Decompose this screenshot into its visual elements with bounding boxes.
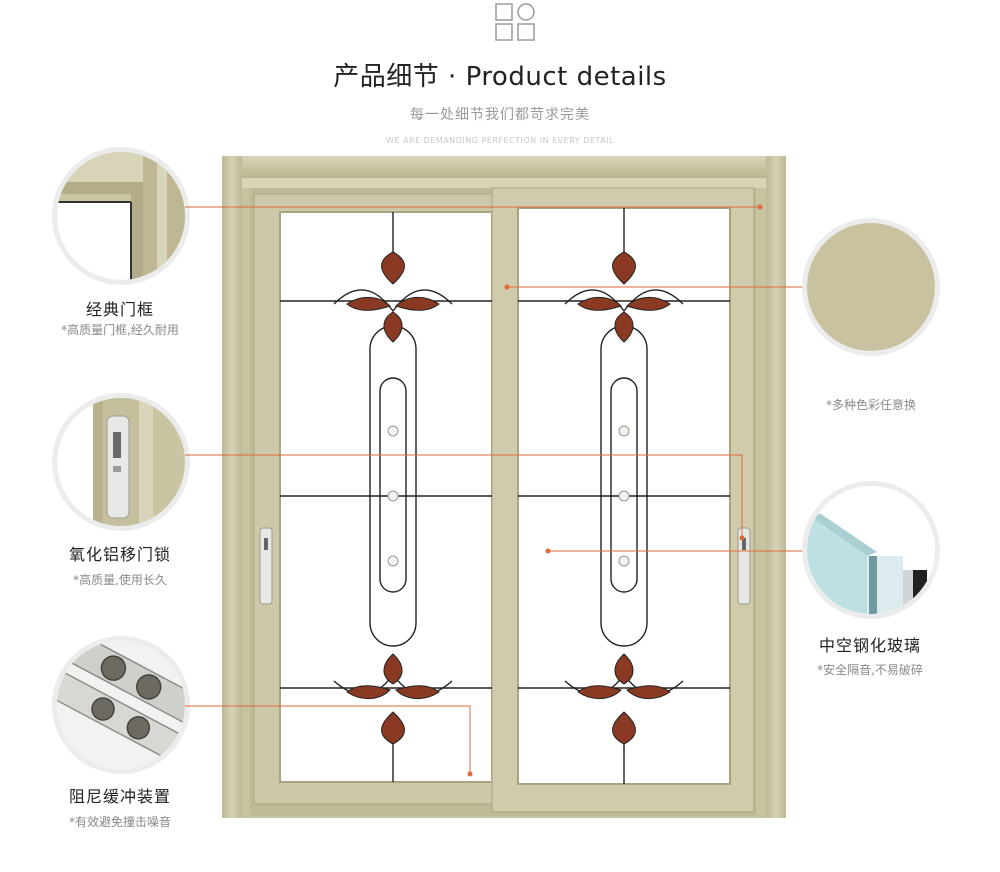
frame-detail-circle bbox=[52, 147, 190, 285]
sliding-door-illustration bbox=[222, 156, 786, 818]
lock-detail-note: *高质量,使用长久 bbox=[73, 573, 167, 587]
page-en-subtitle: WE ARE DEMANDING PERFECTION IN EVERY DET… bbox=[386, 136, 614, 145]
frame-detail-title: 经典门框 bbox=[85, 300, 154, 319]
damper-detail-circle bbox=[52, 636, 190, 774]
color-detail-note: *多种色彩任意换 bbox=[825, 398, 916, 412]
lock-detail-title: 氧化铝移门锁 bbox=[68, 545, 171, 564]
damper-detail-title: 阻尼缓冲装置 bbox=[68, 787, 171, 806]
damper-detail-note: *有效避免撞击噪音 bbox=[68, 815, 171, 829]
glass-detail-circle bbox=[802, 481, 940, 619]
glass-detail-title: 中空钢化玻璃 bbox=[818, 636, 921, 655]
color-swatch-circle bbox=[802, 218, 940, 356]
frame-detail-note: *高质量门框,经久耐用 bbox=[61, 323, 179, 337]
grid-logo-icon bbox=[495, 3, 535, 41]
page-title: 产品细节 · Product details bbox=[333, 62, 667, 92]
lock-detail-circle bbox=[52, 393, 190, 531]
page-subtitle: 每一处细节我们都苛求完美 bbox=[410, 107, 590, 123]
lock-handle-icon bbox=[259, 527, 751, 605]
glass-detail-note: *安全隔音,不易破碎 bbox=[817, 663, 923, 677]
